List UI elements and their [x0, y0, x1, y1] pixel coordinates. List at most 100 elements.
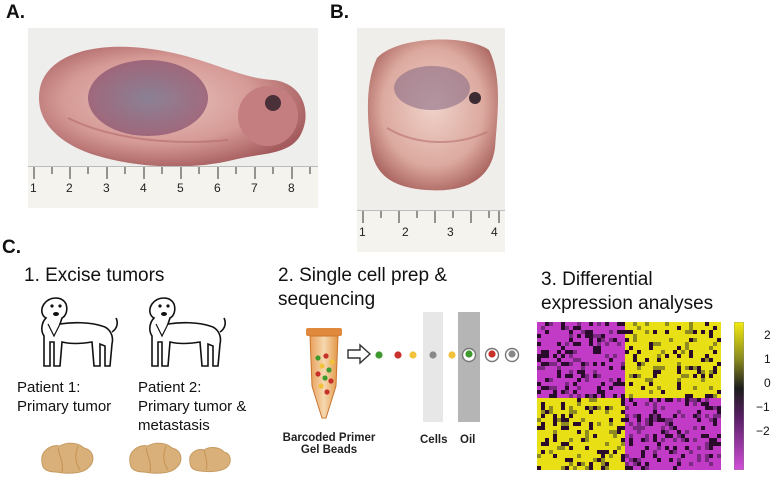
- heatmap-cell: [717, 326, 721, 331]
- heatmap-cell: [581, 390, 586, 395]
- heatmap-cell: [661, 442, 666, 447]
- heatmap-cell: [565, 362, 570, 367]
- heatmap-cell: [549, 342, 554, 347]
- heatmap-cell: [585, 374, 590, 379]
- heatmap-cell: [581, 334, 586, 339]
- heatmap-cell: [709, 326, 714, 331]
- heatmap-cell: [661, 410, 666, 415]
- heatmap-cell: [621, 330, 626, 335]
- heatmap-cell: [609, 354, 614, 359]
- heatmap-cell: [637, 338, 642, 343]
- heatmap-cell: [677, 446, 682, 451]
- heatmap-cell: [673, 414, 678, 419]
- heatmap-cell: [649, 330, 654, 335]
- heatmap-cell: [645, 394, 650, 399]
- heatmap-cell: [649, 378, 654, 383]
- heatmap-cell: [629, 390, 634, 395]
- heatmap-cell: [653, 410, 658, 415]
- heatmap-cell: [713, 430, 718, 435]
- heatmap-cell: [661, 350, 666, 355]
- heatmap-cell: [653, 362, 658, 367]
- heatmap-cell: [621, 334, 626, 339]
- heatmap-cell: [605, 430, 610, 435]
- heatmap-cell: [661, 378, 666, 383]
- heatmap-cell: [577, 346, 582, 351]
- heatmap-cell: [661, 446, 666, 451]
- heatmap-cell: [597, 394, 602, 399]
- heatmap-cell: [701, 354, 706, 359]
- heatmap-cell: [709, 322, 714, 327]
- heatmap-cell: [537, 454, 542, 459]
- heatmap-cell: [593, 350, 598, 355]
- heatmap: [537, 322, 721, 470]
- heatmap-cell: [537, 398, 542, 403]
- heatmap-cell: [693, 402, 698, 407]
- heatmap-cell: [641, 354, 646, 359]
- heatmap-cell: [561, 390, 566, 395]
- heatmap-cell: [549, 334, 554, 339]
- heatmap-cell: [701, 414, 706, 419]
- heatmap-cell: [581, 370, 586, 375]
- heatmap-cell: [645, 342, 650, 347]
- heatmap-cell: [605, 390, 610, 395]
- heatmap-cell: [601, 414, 606, 419]
- heatmap-cell: [625, 394, 630, 399]
- heatmap-cell: [633, 342, 638, 347]
- heatmap-cell: [717, 386, 721, 391]
- ruler-a-num: 8: [288, 181, 295, 195]
- heatmap-cell: [653, 418, 658, 423]
- heatmap-cell: [601, 334, 606, 339]
- heatmap-cell: [593, 342, 598, 347]
- heatmap-cell: [549, 362, 554, 367]
- heatmap-cell: [645, 386, 650, 391]
- heatmap-cell: [609, 366, 614, 371]
- heatmap-cell: [665, 406, 670, 411]
- heatmap-cell: [673, 354, 678, 359]
- heatmap-cell: [645, 434, 650, 439]
- heatmap-cell: [609, 330, 614, 335]
- heatmap-cell: [713, 326, 718, 331]
- ruler-b-num: 3: [447, 225, 454, 239]
- heatmap-cell: [681, 334, 686, 339]
- heatmap-cell: [637, 442, 642, 447]
- heatmap-cell: [689, 438, 694, 443]
- heatmap-cell: [593, 418, 598, 423]
- heatmap-cell: [581, 438, 586, 443]
- oil-channel: [458, 312, 480, 422]
- heatmap-cell: [657, 374, 662, 379]
- heatmap-cell: [717, 454, 721, 459]
- heatmap-cell: [541, 326, 546, 331]
- heatmap-cell: [573, 406, 578, 411]
- heatmap-cell: [625, 450, 630, 455]
- heatmap-cell: [685, 390, 690, 395]
- heatmap-cell: [597, 406, 602, 411]
- heatmap-cell: [649, 394, 654, 399]
- heatmap-cell: [605, 434, 610, 439]
- heatmap-cell: [657, 402, 662, 407]
- heatmap-cell: [545, 366, 550, 371]
- ruler-a-num: 3: [103, 181, 110, 195]
- heatmap-cell: [545, 354, 550, 359]
- heatmap-cell: [569, 442, 574, 447]
- heatmap-cell: [613, 346, 618, 351]
- colorbar-tick: −2: [756, 424, 770, 438]
- heatmap-cell: [701, 350, 706, 355]
- heatmap-cell: [569, 370, 574, 375]
- heatmap-cell: [681, 438, 686, 443]
- heatmap-cell: [569, 366, 574, 371]
- heatmap-cell: [705, 390, 710, 395]
- heatmap-cell: [625, 378, 630, 383]
- heatmap-cell: [553, 442, 558, 447]
- heatmap-cell: [601, 462, 606, 467]
- heatmap-cell: [649, 434, 654, 439]
- heatmap-cell: [565, 390, 570, 395]
- heatmap-cell: [557, 394, 562, 399]
- heatmap-cell: [653, 378, 658, 383]
- heatmap-cell: [697, 370, 702, 375]
- heatmap-cell: [609, 450, 614, 455]
- heatmap-cell: [565, 450, 570, 455]
- heatmap-cell: [557, 338, 562, 343]
- heatmap-cell: [717, 394, 721, 399]
- heatmap-cell: [541, 430, 546, 435]
- heatmap-cell: [561, 342, 566, 347]
